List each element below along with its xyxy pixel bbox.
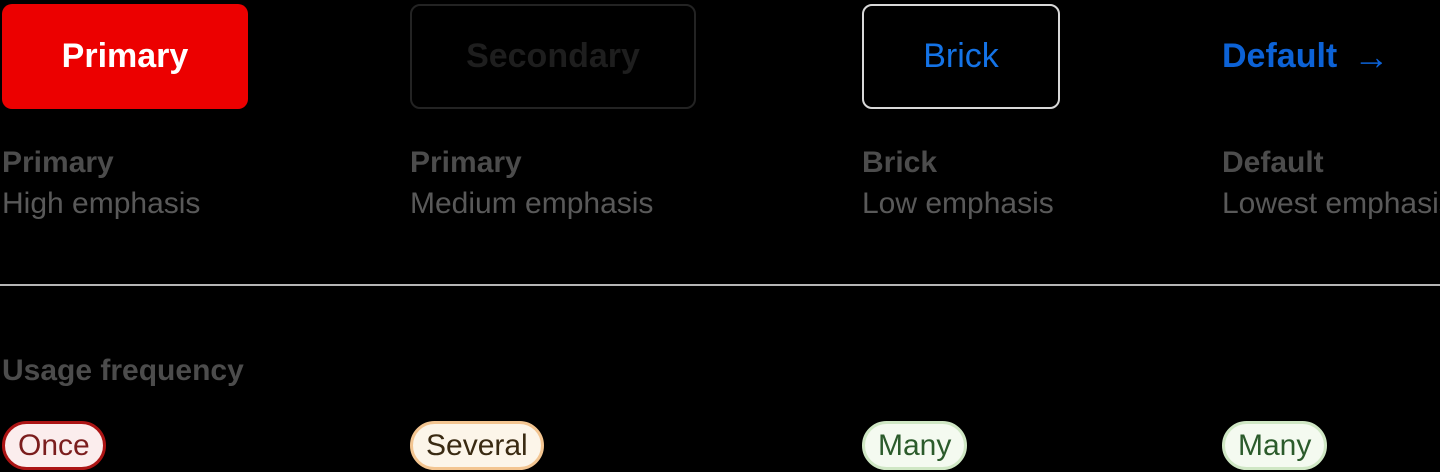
frequency-badge-many: Many xyxy=(1222,421,1328,470)
default-link[interactable]: Default → xyxy=(1222,4,1389,109)
variant-caption-description: Lowest emphasis xyxy=(1222,187,1440,220)
variant-caption-description: Medium emphasis xyxy=(410,187,654,220)
arrow-right-icon: → xyxy=(1353,35,1390,77)
usage-frequency-title: Usage frequency xyxy=(2,354,244,387)
variant-caption-description: Low emphasis xyxy=(862,187,1054,220)
variant-caption-description: High emphasis xyxy=(2,187,201,220)
variant-caption: Primary Medium emphasis xyxy=(410,142,653,224)
variant-caption-title: Brick xyxy=(862,146,938,179)
variant-caption-title: Primary xyxy=(2,146,114,179)
primary-button[interactable]: Primary xyxy=(2,4,248,109)
variant-caption: Primary High emphasis xyxy=(2,142,200,224)
variant-caption: Brick Low emphasis xyxy=(862,142,1054,224)
secondary-button[interactable]: Secondary xyxy=(410,4,696,109)
frequency-badge-once: Once xyxy=(2,421,106,470)
section-divider xyxy=(0,284,1440,286)
default-link-label: Default xyxy=(1222,37,1338,75)
frequency-badge-several: Several xyxy=(410,421,544,470)
variant-caption-title: Primary xyxy=(410,146,522,179)
variant-caption-title: Default xyxy=(1222,146,1324,179)
frequency-badge-many: Many xyxy=(862,421,968,470)
variant-caption: Default Lowest emphasis xyxy=(1222,142,1440,224)
brick-button[interactable]: Brick xyxy=(862,4,1060,109)
